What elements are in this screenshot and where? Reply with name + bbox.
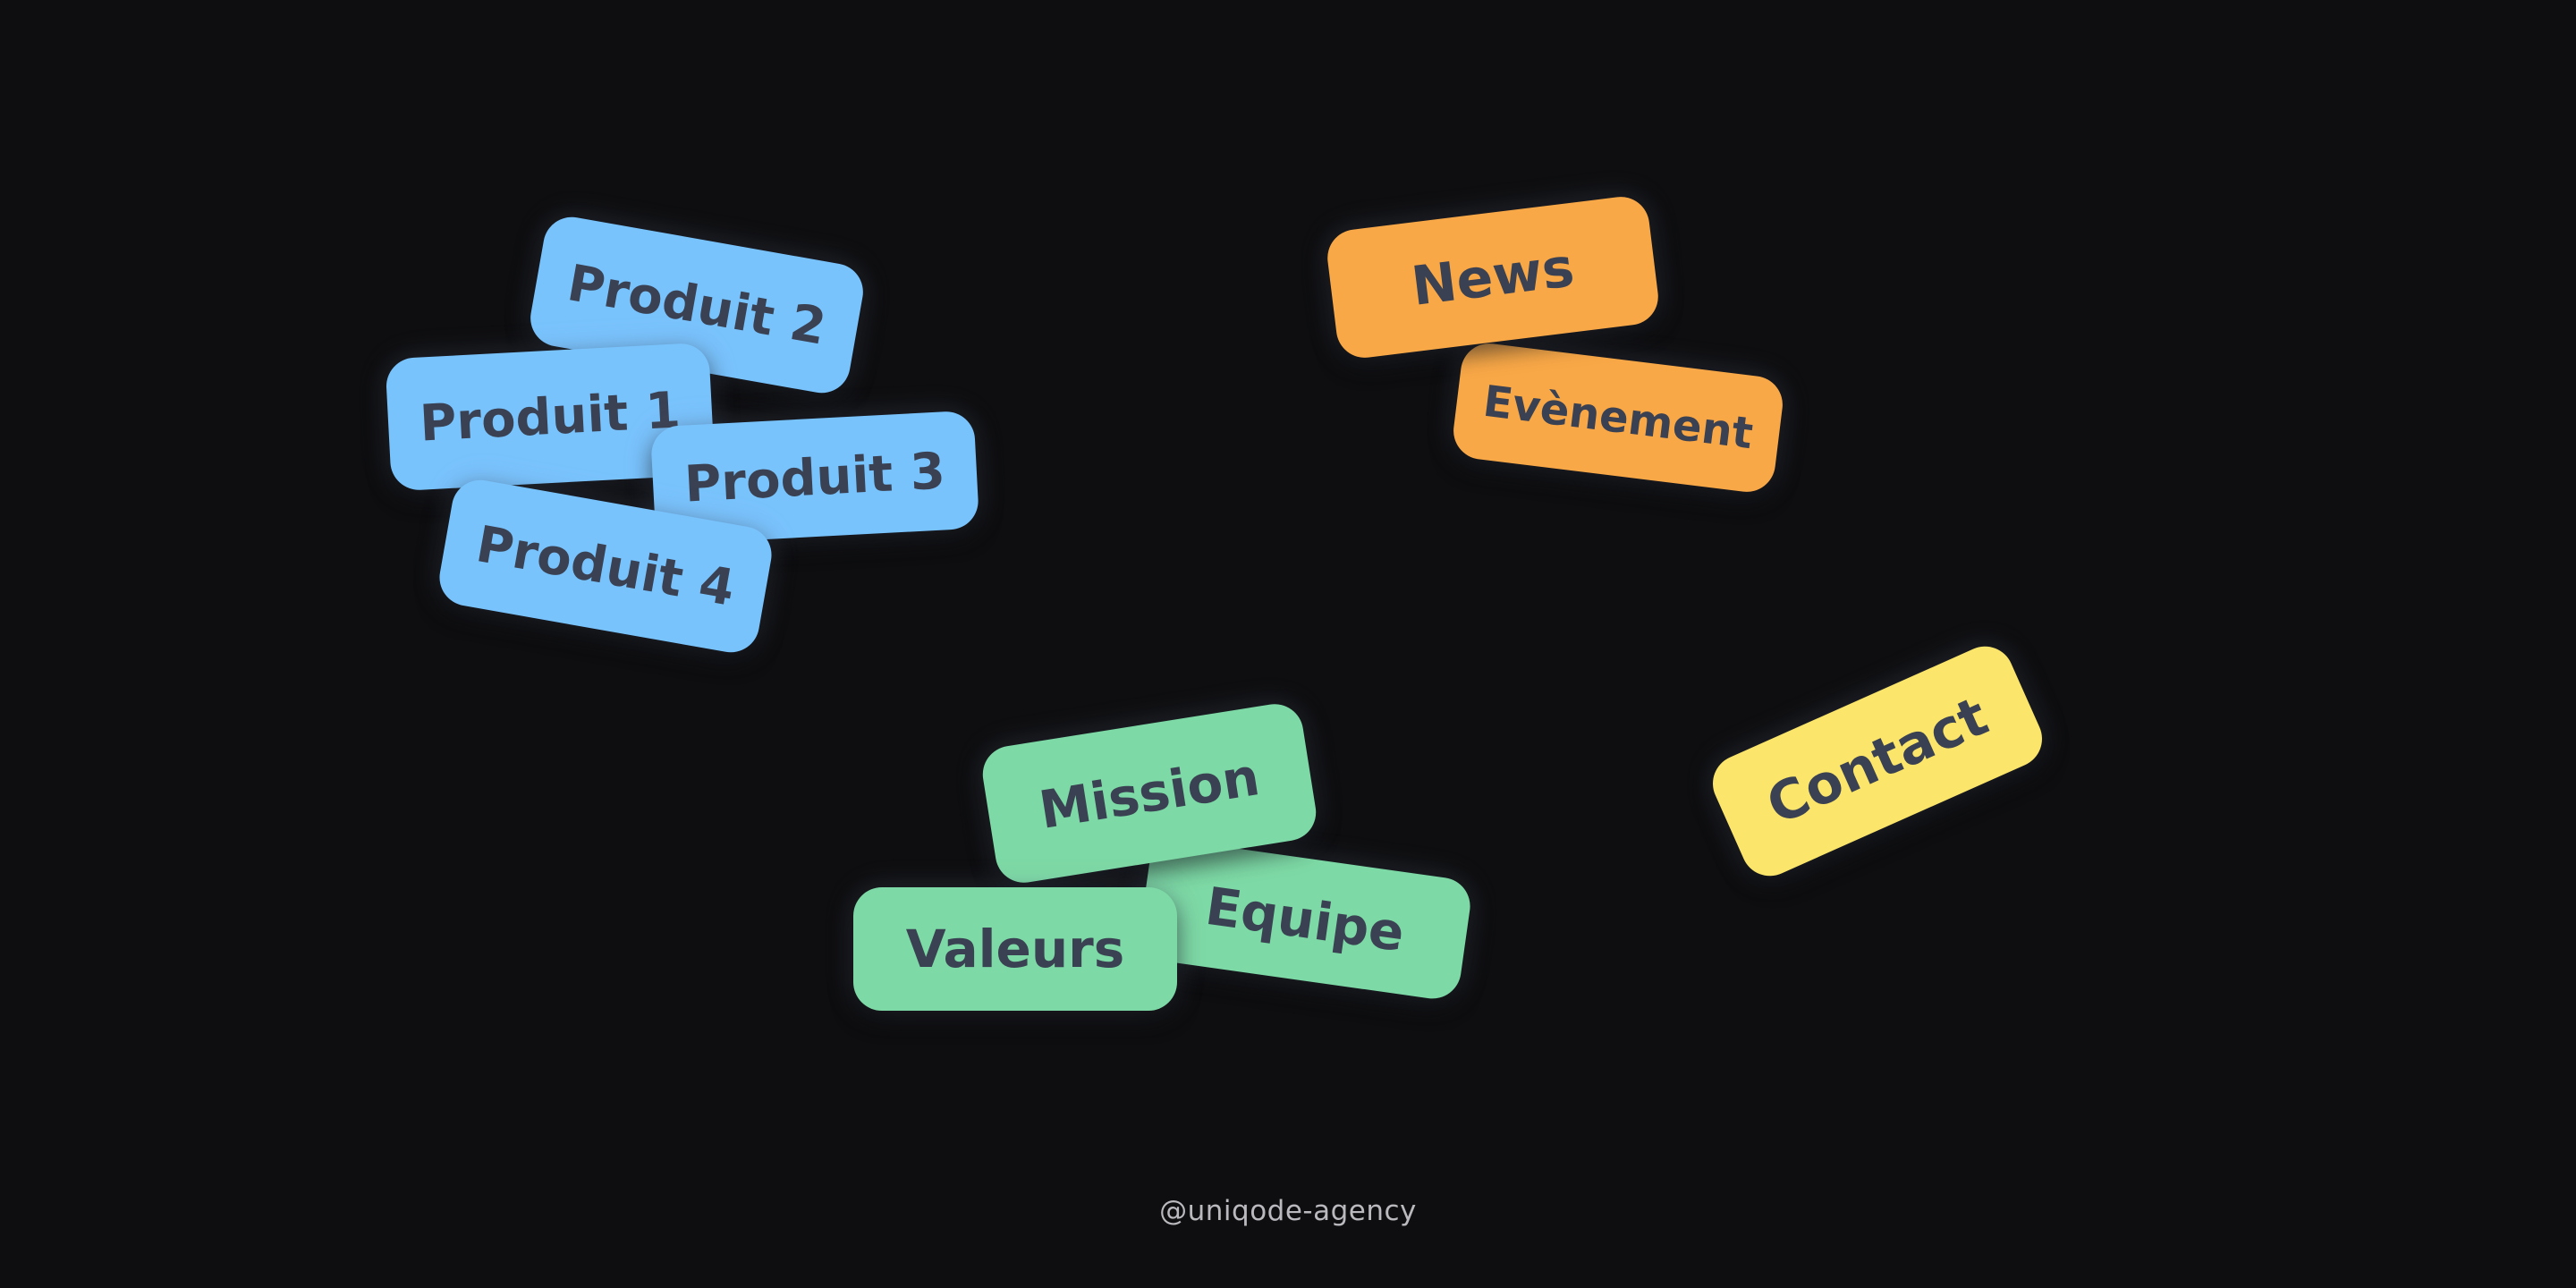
tag-label: Produit 2 bbox=[563, 253, 831, 357]
tag-label: Produit 3 bbox=[682, 441, 947, 514]
tag-label: Contact bbox=[1758, 684, 1997, 838]
tag-contact[interactable]: Contact bbox=[1703, 637, 2052, 886]
tag-label: Evènement bbox=[1480, 376, 1756, 460]
tag-evenement[interactable]: Evènement bbox=[1450, 340, 1786, 496]
tag-label: Mission bbox=[1035, 746, 1264, 841]
tag-label: Valeurs bbox=[905, 919, 1125, 979]
tag-label: News bbox=[1408, 236, 1578, 318]
tag-label: Equipe bbox=[1201, 875, 1409, 964]
tag-equipe[interactable]: Equipe bbox=[1136, 836, 1474, 1003]
tag-news[interactable]: News bbox=[1324, 193, 1662, 361]
tag-label: Produit 4 bbox=[471, 514, 740, 618]
footer-credit: @uniqode-agency bbox=[1159, 1195, 1417, 1227]
tag-label: Produit 1 bbox=[418, 380, 682, 453]
tag-valeurs[interactable]: Valeurs bbox=[853, 887, 1177, 1011]
